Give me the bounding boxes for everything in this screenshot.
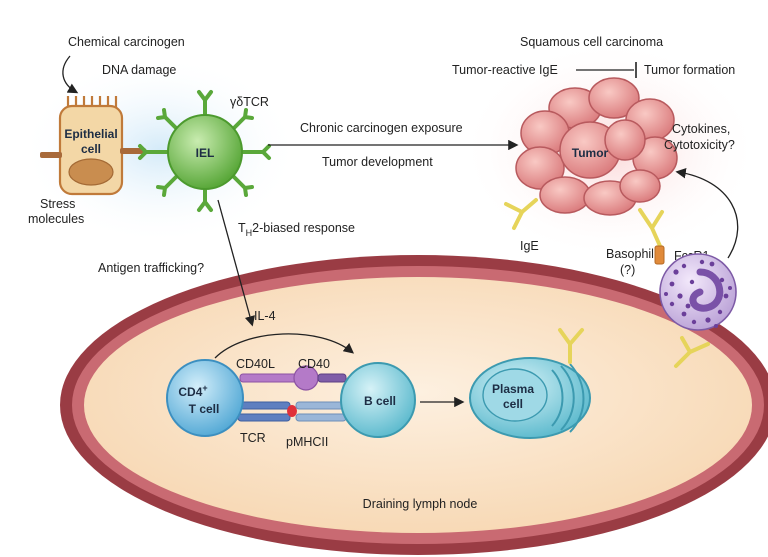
epithelial-cell [40,96,146,196]
chronic-exposure-label: Chronic carcinogen exposure [300,121,463,135]
tumor-label: Tumor [572,146,609,160]
peptide [287,405,297,417]
basophil-label-1: Basophil [606,247,654,261]
plasma-label-1: Plasma [492,382,534,396]
basophil-nucleus [689,268,724,312]
tumor-development-label: Tumor development [322,155,433,169]
chemical-carcinogen-label: Chemical carcinogen [68,35,185,49]
plasma-label-2: cell [503,397,523,411]
epithelial-label-2: cell [81,142,101,156]
antigen-trafficking-label: Antigen trafficking? [98,261,204,275]
fcer1-receptor [654,245,665,265]
il4-label: IL-4 [254,309,276,323]
il4-arrow [214,333,355,359]
dna-damage-label: DNA damage [102,63,176,77]
cd40l-label: CD40L [236,357,275,371]
tumor-reactive-ige-label: Tumor-reactive IgE [452,63,558,77]
cytokines-label-1: Cytokines, [672,122,730,136]
cd4-label: CD4+ [178,383,207,399]
stress-molecules-label-1: Stress [40,197,75,211]
cd40-label: CD40 [298,357,330,371]
scc-label: Squamous cell carcinoma [520,35,663,49]
tumor-cluster [515,77,678,216]
iel-label: IEL [196,146,215,160]
gd-tcr-label: γδTCR [230,95,269,109]
plasma-er [551,363,585,433]
nucleus [68,158,114,186]
epithelial-label-1: Epithelial [64,127,117,141]
basophil-label-2: (?) [620,263,635,277]
ige-antibody-crossing [674,336,710,368]
cytokines-label-2: Cytotoxicity? [664,138,735,152]
ige-antibody-tumor [504,198,538,230]
stress-molecules-label-2: molecules [28,212,84,226]
cd4-t-cell [166,359,244,437]
th2-label: TH2-biased response [238,221,355,238]
tcr-label: TCR [240,431,266,445]
basophil-cell [659,253,737,331]
stress-molecule-left [40,152,62,158]
b-cell [340,362,416,438]
pmhcii-label: pMHCII [286,435,328,449]
plasma-cell [469,357,591,439]
ige-antibody-bridge [638,208,664,248]
t-cell-label: T cell [189,402,220,416]
draining-lymph-node-label: Draining lymph node [363,497,478,511]
ige-label: IgE [520,239,539,253]
basophil-granules [664,259,732,328]
stress-molecule-right [120,148,146,154]
iel-cell [138,90,271,212]
plasma-nucleus [482,368,548,422]
carcinogen-arrow [62,55,79,94]
b-cell-label: B cell [364,394,396,408]
cd40l-cd40-pair [239,365,347,391]
trafficking-arrow [217,199,255,327]
tcr-pmhcii-pair [237,401,347,422]
cytokine-arrow [675,168,739,259]
tumor-formation-label: Tumor formation [644,63,735,77]
ige-antibody-secreted [558,328,584,364]
